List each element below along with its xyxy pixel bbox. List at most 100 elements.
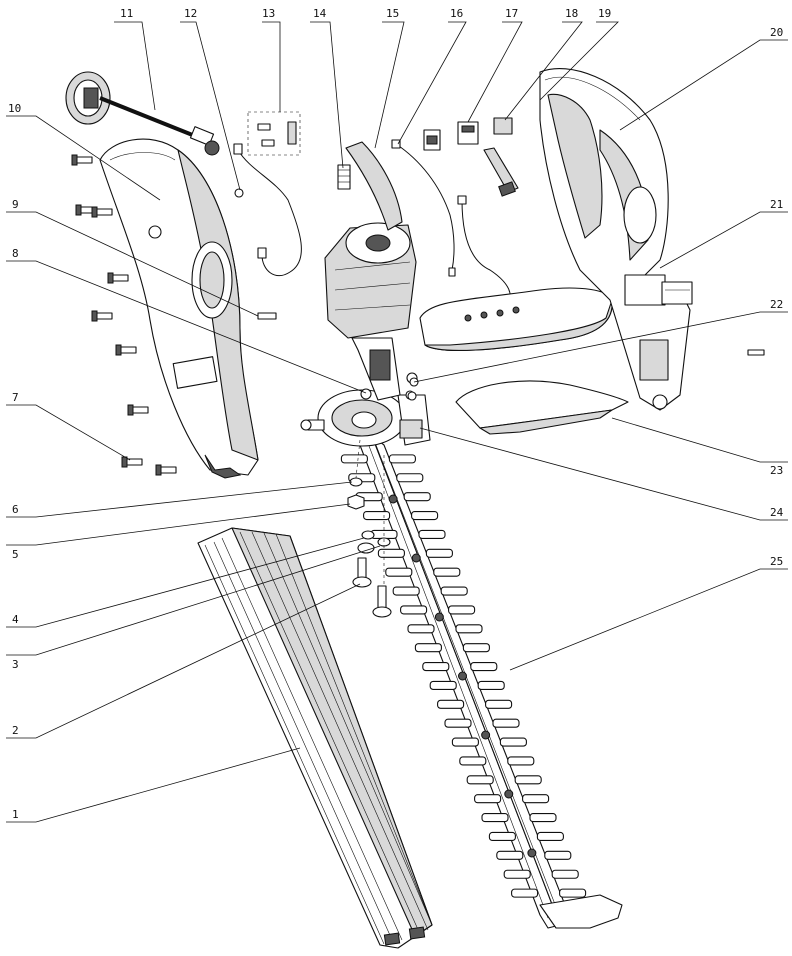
callout-3: 3 [12,658,19,671]
screw-head [155,464,162,476]
screw-head [75,204,82,216]
blade-bolt [458,671,467,681]
part-10-left-housing [99,138,259,479]
callout-19: 19 [598,7,611,20]
callout-25: 25 [770,555,783,568]
part-24-gear-housing [300,389,431,447]
blade-tooth-left [377,548,405,558]
blade-tooth-right [418,529,446,539]
blade-tooth-right [499,737,527,747]
blade-tooth-right [411,510,439,521]
blade-tooth-left [444,718,472,728]
callout-14: 14 [313,7,327,20]
hardware-washers-screws [257,312,765,618]
screw [159,466,177,474]
callout-numbers: 11 12 13 14 15 16 17 18 19 20 10 9 21 8 … [8,7,784,821]
blade-tooth-right [440,586,468,596]
part-17-switch [423,121,479,151]
callout-21: 21 [770,198,783,211]
blade-tooth-left [451,737,479,747]
screw [111,274,129,282]
callout-6: 6 [12,503,19,516]
part-12-internal-wire [233,143,302,277]
blade-tooth-left [481,813,509,823]
blade-bolt [481,730,491,740]
blade-tooth-left [511,888,539,898]
blade-tooth-left [414,643,442,653]
blade-tooth-left [496,850,524,860]
screw-head [107,272,114,284]
callout-11: 11 [120,7,133,20]
motor-assembly [324,222,418,401]
blade-tooth-right [536,831,564,842]
blade-tooth-left [422,662,450,672]
screw-head [115,344,122,356]
blade-tooth-left [437,699,465,709]
screw [119,346,137,354]
callout-20: 20 [770,26,783,39]
callout-17: 17 [505,7,518,20]
blade-tooth-right [551,869,579,879]
blade-tooth-left [466,775,494,785]
part-16-lead-wire [391,139,456,277]
callout-8: 8 [12,247,19,260]
callout-9: 9 [12,198,19,211]
callout-2: 2 [12,724,19,737]
callout-7: 7 [12,391,19,404]
callout-12: 12 [184,7,197,20]
screw [95,312,113,320]
callout-22: 22 [770,298,783,311]
blade-tooth-right [470,662,498,672]
blade-tooth-left [459,756,487,766]
blade-tooth-left [385,567,413,577]
blade-tooth-left [407,624,435,634]
blade-tooth-right [403,492,431,502]
blade-tooth-right [448,605,476,615]
left-housing-screws [71,154,177,476]
blade-bolt [434,612,444,622]
screw [95,208,113,216]
screw [125,458,143,466]
blade-tooth-right [485,699,513,709]
screw-head [127,404,134,416]
screw-head [121,456,128,468]
part-23-hand-guard [455,380,629,435]
blade-tooth-left [474,794,502,804]
part-11-power-cord [65,71,220,156]
blade-tooth-right [529,813,557,823]
blade-tooth-left [363,510,391,521]
screw [131,406,149,414]
part-13-switch-kit [247,111,301,156]
blade-tooth-left [392,586,420,596]
callout-leaders [6,21,788,823]
blade-bolt [527,848,537,858]
callout-5: 5 [12,548,19,561]
callout-18: 18 [565,7,578,20]
blade-tooth-right [544,850,572,860]
part-15-trigger [345,141,403,231]
blade-tooth-right [492,718,520,728]
blade-tooth-right [425,548,453,558]
blade-tooth-left [488,831,516,842]
blade-tooth-right [462,643,490,653]
callout-24: 24 [770,506,784,519]
blade-tooth-left [503,869,531,879]
callout-1: 1 [12,808,19,821]
part-25-cutting-blade [340,435,623,929]
part-18-lock-lever [483,117,519,197]
callout-15: 15 [386,7,399,20]
part-14-spring [337,164,351,190]
blade-tooth-right [507,756,535,766]
blade-bolt [504,789,514,799]
callout-13: 13 [262,7,275,20]
part-21-bracket [661,281,693,305]
blade-tooth-right [455,624,483,634]
switch-wire [457,195,511,301]
blade-tooth-left [340,454,368,464]
blade-tooth-right [396,473,424,483]
blade-tooth-right [477,680,505,690]
callout-23: 23 [770,464,783,477]
blade-tooth-right [514,775,542,785]
blade-tooth-right [559,888,587,898]
